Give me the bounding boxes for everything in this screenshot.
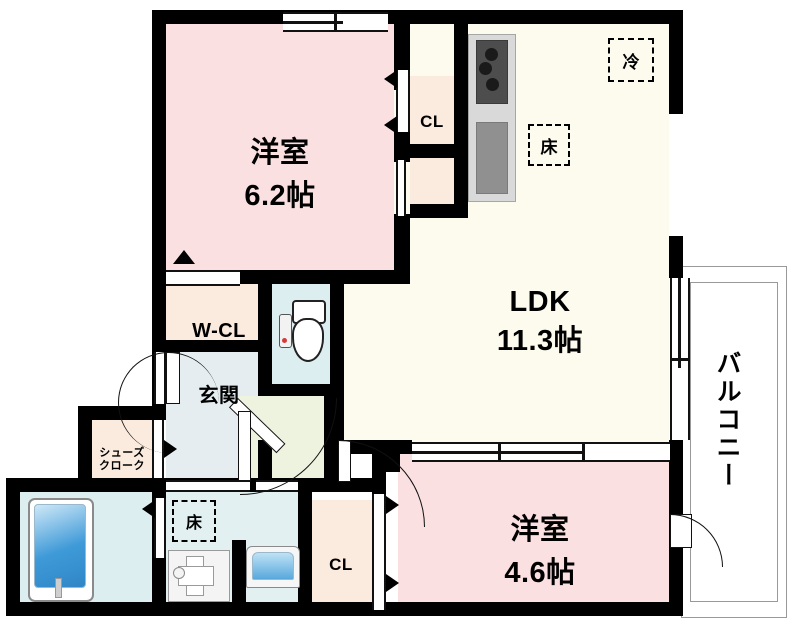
label-bedroom-main-size: 6.2帖 (200, 148, 360, 213)
walk-closet-text: W-CL (192, 320, 246, 343)
wall-east-ldk-mid (669, 236, 683, 278)
ldk-name-text: LDK (509, 286, 571, 319)
label-ldk-name: LDK (450, 254, 630, 319)
door-washroom-sliding-left[interactable] (166, 480, 250, 492)
toilet-control-button (282, 338, 287, 343)
door-bedroom-main-sliding-marker (173, 250, 195, 264)
closet-small-slide-marker-bottom (386, 574, 399, 592)
wall-closet-kitchen-right (454, 24, 468, 144)
partition-panel-line-4 (582, 442, 585, 462)
wall-north-outer (152, 10, 683, 24)
label-bedroom-main-name: 洋室 (200, 105, 360, 170)
window-bedroom-main-north-mullion (334, 12, 337, 32)
bathtub-water (34, 504, 86, 588)
shoes-cloak-text: シューズ クローク (99, 446, 145, 472)
partition-panel-line-3 (498, 451, 584, 454)
vanity-mirror (252, 552, 294, 580)
toilet-bowl (292, 318, 324, 362)
fridge-marker: 冷 (608, 38, 654, 82)
wall-closet-kitchen-mid (410, 144, 468, 158)
toilet-control-panel (279, 314, 292, 348)
bedroom-main-size-text: 6.2帖 (244, 180, 316, 213)
room-walk-closet (166, 284, 272, 340)
washing-machine-knob (173, 567, 185, 579)
wall-south-bedroom-small (398, 602, 683, 616)
wall-washroom-inner-step (232, 540, 246, 616)
stove-burner-2 (479, 62, 492, 75)
floor-storage-ldk-label: 床 (540, 137, 558, 157)
floor-storage-marker-washroom: 床 (172, 500, 216, 542)
wall-wcl-bottom (166, 340, 272, 352)
partition-panel-line-1 (412, 451, 504, 454)
bathroom-slide-marker (142, 500, 155, 518)
window-ldk-east-mullion (670, 358, 690, 361)
closet-kitchen-text: CL (420, 112, 444, 132)
stove-burner-1 (485, 48, 498, 61)
wall-west-shoes-cloak (78, 406, 92, 492)
wall-toilet-south (272, 384, 330, 396)
wall-east-balcony-partition (669, 476, 683, 514)
door-bedroom-main-south-sliding[interactable] (166, 270, 240, 286)
closet-kitchen-slide-marker-bottom (384, 116, 397, 134)
window-ldk-east-sash (678, 278, 681, 368)
wall-closet-kitchen-right2 (454, 158, 468, 218)
wall-west-bedroom (152, 10, 166, 288)
room-ldk-lower (330, 270, 669, 454)
wall-bedroom-main-east-3 (394, 214, 410, 284)
label-walk-closet: W-CL (166, 298, 272, 343)
window-bedroom-main-north-sash (283, 21, 343, 24)
floor-storage-marker-ldk: 床 (528, 124, 570, 166)
entrance-door-swing-arc (118, 352, 219, 453)
wall-toilet-east (330, 284, 344, 384)
label-shoes-cloak: シューズ クローク (90, 434, 154, 473)
wall-toilet-west (258, 284, 272, 396)
label-closet-small: CL (310, 536, 372, 574)
wall-closet-kitchen-bottom (410, 204, 468, 218)
label-ldk-size: 11.3帖 (450, 293, 630, 358)
closet-small-text: CL (329, 555, 353, 575)
label-entrance: 玄関 (166, 363, 272, 408)
fridge-marker-label: 冷 (622, 52, 640, 72)
label-bedroom-small-size: 4.6帖 (460, 525, 620, 590)
wall-east-ldk-low (669, 440, 683, 476)
wall-east-ldk (669, 10, 683, 114)
wall-south-water-area (6, 602, 398, 616)
door-closet-kitchen-sliding-top[interactable] (396, 70, 410, 132)
closet-kitchen-slide-marker-top (384, 70, 397, 88)
wall-wcl-top (152, 284, 166, 340)
room-closet-kitchen (410, 76, 454, 144)
stove-burner-3 (486, 78, 499, 91)
bedroom-main-name-text: 洋室 (250, 137, 310, 170)
door-bathroom-sliding[interactable] (154, 498, 166, 558)
floor-storage-washroom-label: 床 (185, 515, 202, 532)
bedroom-small-size-text: 4.6帖 (504, 557, 576, 590)
bathtub-faucet (55, 578, 62, 598)
wall-bedroom-main-east-2 (394, 130, 410, 162)
bedroom-small-name-text: 洋室 (510, 514, 570, 547)
balcony-text: バルコニー (713, 350, 741, 490)
entrance-text: 玄関 (198, 385, 240, 408)
room-bedroom-small (398, 454, 669, 614)
ldk-size-text: 11.3帖 (496, 325, 584, 358)
hall-door-jamb (238, 411, 251, 481)
room-bedroom-main (166, 24, 394, 270)
door-closet-kitchen-sliding-bottom[interactable] (396, 160, 406, 216)
label-closet-kitchen: CL (410, 93, 454, 131)
kitchen-sink-icon (476, 122, 508, 194)
label-balcony: バルコニー (709, 350, 745, 490)
wall-west-bath (6, 478, 20, 616)
label-bedroom-small-name: 洋室 (460, 482, 620, 547)
wall-closet-small-left (298, 490, 312, 616)
